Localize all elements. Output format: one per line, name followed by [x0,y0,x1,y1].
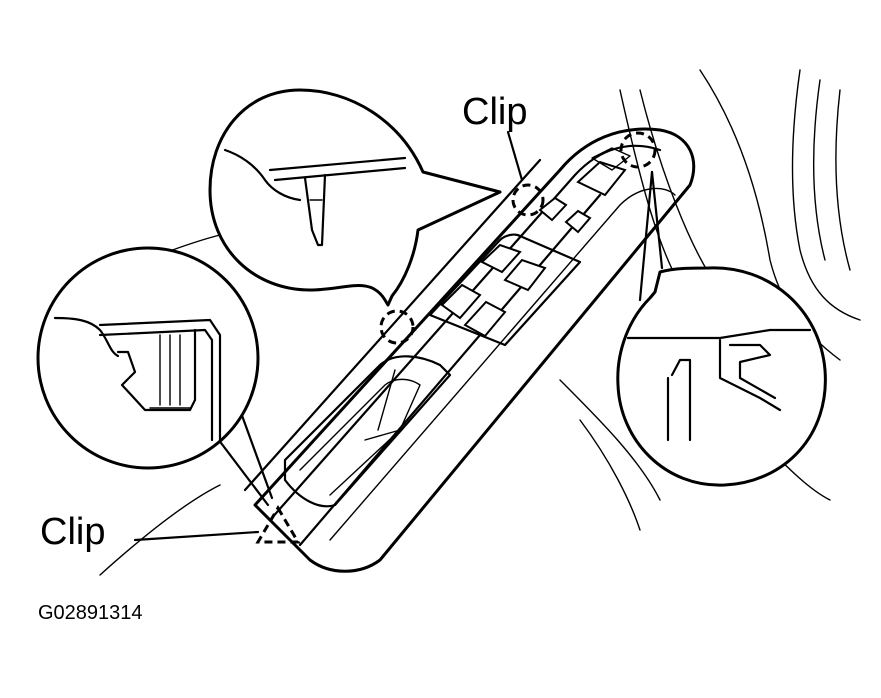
switch-rear-left [440,283,482,320]
switch-front-left [480,243,522,274]
callout-bottom-left [36,246,260,470]
clip-marker-mid [379,309,415,345]
callout-pointers [133,130,664,542]
callout-right [616,266,827,487]
lock-button [538,196,568,222]
switch-rear-right [463,300,507,338]
mirror-switch [576,160,627,197]
clip-marker-right [619,131,657,169]
clip-marker-bottom [255,505,301,544]
clip-marker-top [511,183,545,217]
door-pocket [283,355,452,508]
switch-front-right [503,258,547,292]
window-switches [428,147,631,347]
clip-label-top: Clip [462,91,527,133]
callout-top-left [208,88,502,307]
switch-panel-body [243,127,696,573]
small-button [564,209,592,234]
figure-code: G02891314 [38,602,143,624]
clip-label-bottom: Clip [40,511,105,553]
